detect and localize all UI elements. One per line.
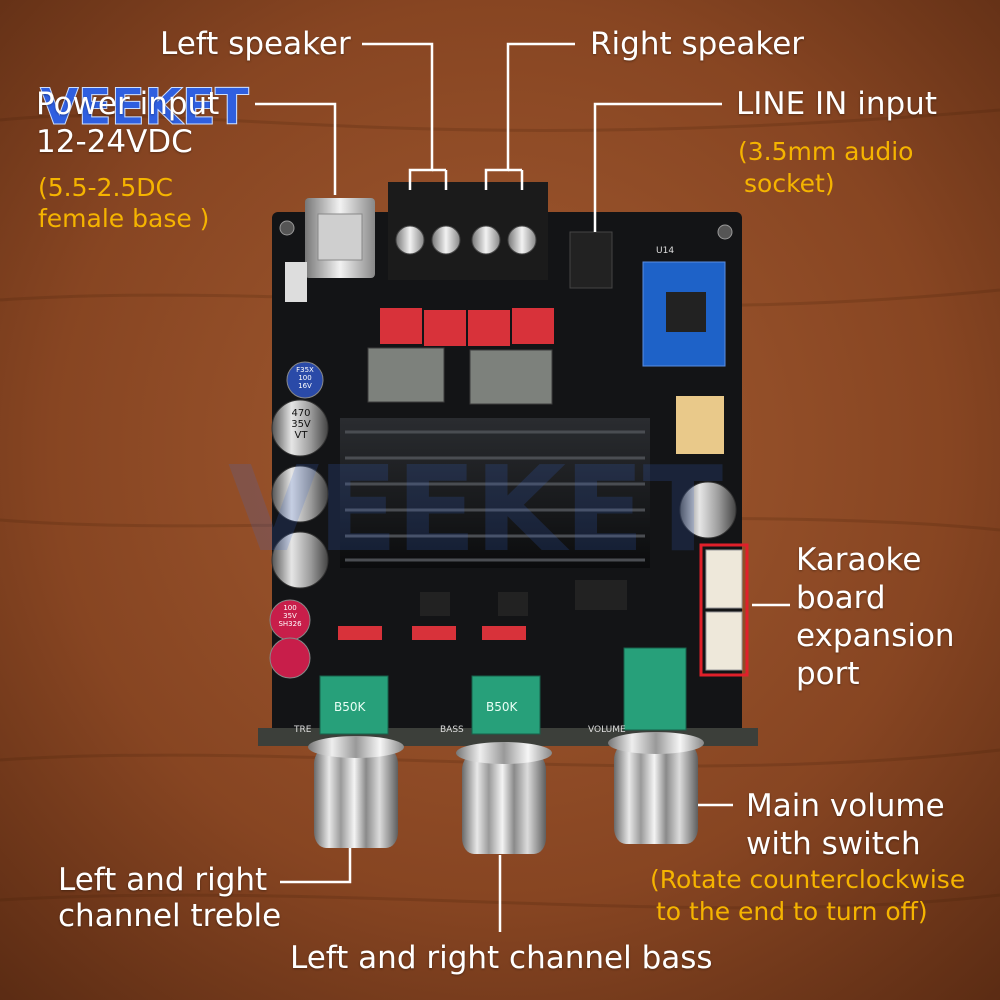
volume-knob[interactable] [608,732,704,844]
cap-blue-voltage: 16V [298,382,312,390]
watermark: VEEKET [228,440,723,578]
karaoke-label-line1: Karaoke [796,542,922,578]
karaoke-label-line2: board [796,580,886,616]
cap-large-voltage: 35V [291,419,311,430]
cap-large-text: 470 35V VT [285,408,317,441]
treble-label-line2: channel treble [58,898,282,934]
volume-note-line2: to the end to turn off) [656,897,928,926]
cap-small-series: SH326 [278,620,302,628]
power-note-line1: (5.5-2.5DC [38,173,173,202]
cap-large-series: VT [294,430,308,441]
cap-blue-series: F35X [296,366,314,374]
karaoke-label-line3: expansion [796,618,955,654]
line-in-note-line2: socket) [744,169,835,198]
tre-marking: TRE [294,725,312,735]
treble-pot-value: B50K [334,700,366,714]
volume-marking: VOLUME [588,725,626,735]
volume-label-line1: Main volume [746,788,945,824]
bt-module-marking: U14 [656,246,675,256]
bass-marking: BASS [440,725,464,735]
power-note-line2: female base ) [38,204,210,233]
left-speaker-label: Left speaker [160,26,351,62]
cap-blue-value: 100 [298,374,312,382]
karaoke-label-line4: port [796,656,860,692]
cap-small-voltage: 35V [283,612,297,620]
line-in-note-line1: (3.5mm audio [738,137,914,166]
line-in-label: LINE IN input [736,86,937,122]
right-speaker-label: Right speaker [590,26,805,62]
volume-label-line2: with switch [746,826,921,862]
bass-pot-value: B50K [486,700,518,714]
power-input-label-line1: Power input [36,86,220,122]
cap-small-value: 100 [283,604,297,612]
brand-logo: VEEKET [39,78,249,137]
cap-large-value: 470 [291,408,311,419]
volume-note-line1: (Rotate counterclockwise [650,865,966,894]
bass-label: Left and right channel bass [290,940,713,976]
treble-knob[interactable] [308,736,404,848]
power-input-label-line2: 12-24VDC [36,124,193,160]
cap-small-text: 100 35V SH326 [276,604,304,628]
treble-label-line1: Left and right [58,862,268,898]
bass-knob[interactable] [456,742,552,854]
cap-blue-text: F35X 100 16V [292,366,318,390]
